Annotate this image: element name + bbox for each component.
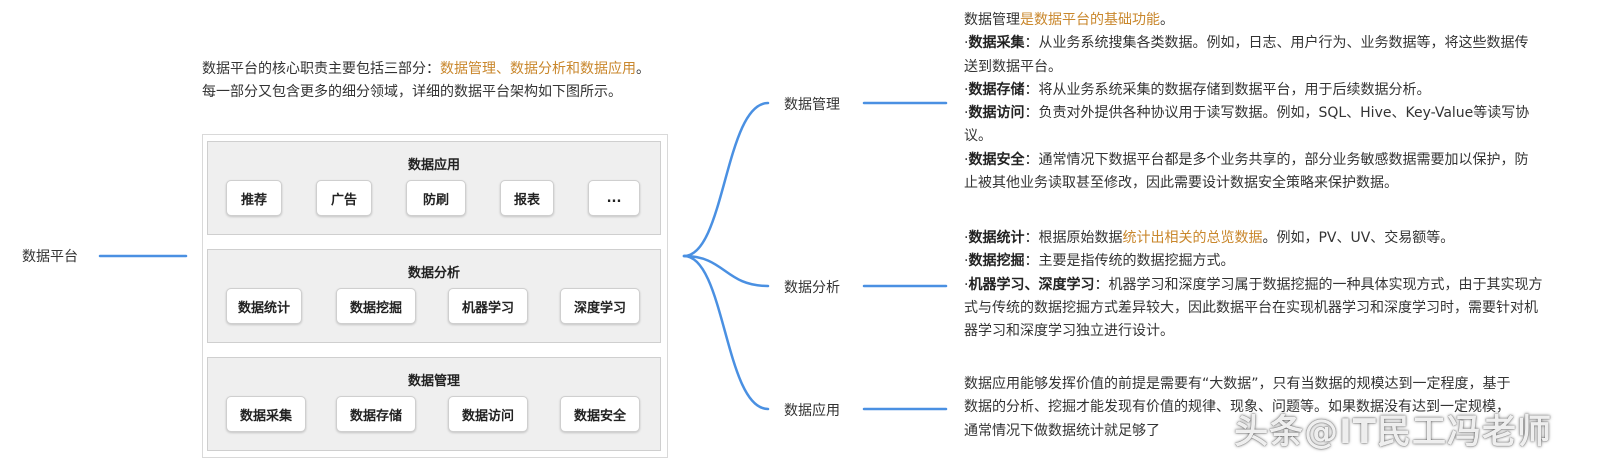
analysis-description: ·数据统计：根据原始数据统计出相关的总览数据。例如，PV、UV、交易额等。 ·数… bbox=[964, 227, 1550, 343]
branch-curve-management bbox=[682, 101, 770, 258]
branch-curve-analysis bbox=[682, 254, 770, 288]
chip-recommend: 推荐 bbox=[226, 180, 282, 216]
analysis-item: ·数据挖掘：主要是指传统的数据挖掘方式。 bbox=[964, 253, 1235, 270]
analysis-item: ·数据统计：根据原始数据统计出相关的总览数据。例如，PV、UV、交易额等。 bbox=[964, 230, 1455, 246]
intro-text-end: 。每一部分又包含更多的细分领域，详细的数据平台架构如下图所示。 bbox=[202, 61, 650, 100]
intro-paragraph: 数据平台的核心职责主要包括三部分：数据管理、数据分析和数据应用。每一部分又包含更… bbox=[202, 58, 662, 104]
chip-statistics: 数据统计 bbox=[226, 288, 302, 324]
branch-curve-application bbox=[682, 254, 770, 411]
management-title: 数据管理是数据平台的基础功能。 bbox=[964, 12, 1174, 28]
layer-data-application: 数据应用 推荐 广告 防刷 报表 ... bbox=[207, 141, 661, 235]
layer-data-management: 数据管理 数据采集 数据存储 数据访问 数据安全 bbox=[207, 357, 661, 451]
chip-security: 数据安全 bbox=[560, 396, 640, 432]
layer-title: 数据应用 bbox=[407, 158, 460, 173]
chip-anti-fraud: 防刷 bbox=[406, 180, 466, 216]
management-description: 数据管理是数据平台的基础功能。 ·数据采集：从业务系统搜集各类数据。例如，日志、… bbox=[964, 9, 1540, 195]
chip-storage: 数据存储 bbox=[336, 396, 416, 432]
chip-deep-learning: 深度学习 bbox=[560, 288, 640, 324]
chip-report: 报表 bbox=[500, 180, 554, 216]
management-item: ·数据存储：将从业务系统采集的数据存储到数据平台，用于后续数据分析。 bbox=[964, 81, 1431, 98]
chip-more: ... bbox=[588, 180, 640, 216]
root-node-label: 数据平台 bbox=[22, 249, 78, 265]
management-item: ·数据访问：负责对外提供各种协议用于读写数据。例如，SQL、Hive、Key-V… bbox=[964, 105, 1530, 145]
intro-text-start: 数据平台的核心职责主要包括三部分： bbox=[202, 61, 440, 77]
chip-access: 数据访问 bbox=[448, 396, 528, 432]
analysis-item: ·机器学习、深度学习：机器学习和深度学习属于数据挖掘的一种具体实现方式，由于其实… bbox=[964, 276, 1543, 340]
chip-collection: 数据采集 bbox=[226, 396, 306, 432]
application-description: 数据应用能够发挥价值的前提是需要有“大数据”，只有当数据的规模达到一定程度，基于… bbox=[964, 376, 1511, 439]
branch-label-management: 数据管理 bbox=[784, 97, 840, 113]
chip-mining: 数据挖掘 bbox=[336, 288, 416, 324]
intro-highlight: 数据管理、数据分析和数据应用 bbox=[440, 61, 636, 77]
layer-title: 数据管理 bbox=[407, 374, 460, 389]
chip-machine-learning: 机器学习 bbox=[448, 288, 528, 324]
architecture-diagram: 数据应用 推荐 广告 防刷 报表 ... 数据分析 数据统计 数据挖掘 机器学习… bbox=[202, 134, 668, 458]
watermark: 头条@IT民工冯老师 bbox=[1234, 412, 1552, 452]
management-item: ·数据安全：通常情况下数据平台都是多个业务共享的，部分业务敏感数据需要加以保护，… bbox=[964, 151, 1529, 192]
management-item: ·数据采集：从业务系统搜集各类数据。例如，日志、用户行为、业务数据等，将这些数据… bbox=[964, 35, 1529, 75]
chip-ads: 广告 bbox=[316, 180, 372, 216]
layer-title: 数据分析 bbox=[407, 266, 460, 281]
layer-data-analysis: 数据分析 数据统计 数据挖掘 机器学习 深度学习 bbox=[207, 249, 661, 343]
branch-label-application: 数据应用 bbox=[784, 403, 840, 419]
branch-label-analysis: 数据分析 bbox=[784, 280, 840, 296]
